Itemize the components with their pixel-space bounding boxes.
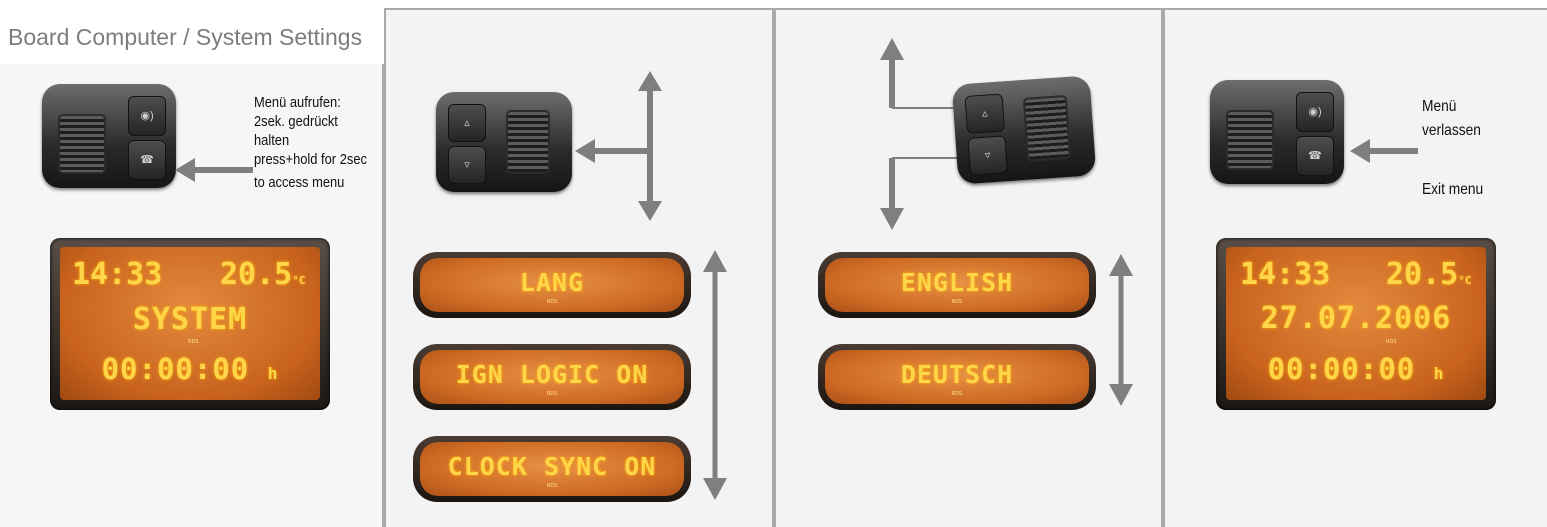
steering-control-icon: ◉) ☎ (1210, 80, 1344, 184)
voice-icon: ◉) (1296, 92, 1334, 132)
voice-icon: ◉) (128, 96, 166, 136)
menu-access-note: Menü aufrufen: 2sek. gedrückt halten pre… (254, 93, 367, 192)
arrow-left-icon (1350, 139, 1418, 163)
double-arrow-vertical-icon (638, 71, 662, 221)
lcd-time: 14:33 (1240, 257, 1331, 292)
note-line: halten (254, 132, 290, 149)
rds-label: RDS (1386, 339, 1397, 345)
volume-up-icon: ▵ (964, 93, 1006, 134)
double-arrow-vertical-icon (703, 250, 727, 500)
lcd-line-timer: 00:00:00 h (101, 352, 279, 386)
lcd-line-timer: 00:00:00 h (1267, 352, 1445, 386)
phone-icon: ☎ (1296, 136, 1334, 176)
lcd-time: 14:33 (72, 257, 163, 292)
note-line: verlassen (1422, 122, 1481, 139)
exit-menu-note-en: Exit menu (1422, 181, 1484, 198)
lcd-line-system: SYSTEM (132, 302, 248, 337)
steering-control-icon: ▵ ▿ (436, 92, 572, 192)
note-line: 2sek. gedrückt (254, 113, 338, 130)
lcd-temperature: 20.5°C (1386, 257, 1472, 292)
note-line: Menü (1422, 98, 1457, 115)
note-line: Menü aufrufen: (254, 94, 341, 111)
lcd-temperature: 20.5°C (220, 257, 306, 292)
volume-down-icon: ▿ (967, 135, 1008, 176)
thumbwheel (506, 110, 550, 174)
steering-control-icon: ▵ ▿ (951, 75, 1097, 185)
double-arrow-vertical-icon (1109, 254, 1133, 406)
lcd-display: 14:33 20.5°C SYSTEM RDS 00:00:00 h (50, 238, 330, 410)
phone-icon: ☎ (128, 140, 166, 180)
lcd-display: 14:33 20.5°C 27.07.2006 RDS 00:00:00 h (1216, 238, 1496, 410)
thumbwheel (1226, 110, 1274, 170)
exit-menu-note-de: Menü verlassen (1422, 95, 1481, 143)
arrow-left-icon (175, 158, 253, 182)
volume-up-icon: ▵ (448, 104, 486, 142)
note-line: to access menu (254, 174, 345, 191)
thumbwheel (58, 114, 106, 174)
thumbwheel (1022, 94, 1072, 162)
note-line: press+hold for 2sec (254, 151, 367, 168)
steering-control-icon: ◉) ☎ (42, 84, 176, 188)
scroll-arrows-icon (880, 38, 958, 230)
lcd-line-date: 27.07.2006 (1260, 301, 1452, 336)
arrow-left-icon (575, 139, 649, 163)
page-title: Board Computer / System Settings (8, 24, 363, 50)
volume-down-icon: ▿ (448, 146, 486, 184)
rds-label: RDS (188, 339, 199, 345)
